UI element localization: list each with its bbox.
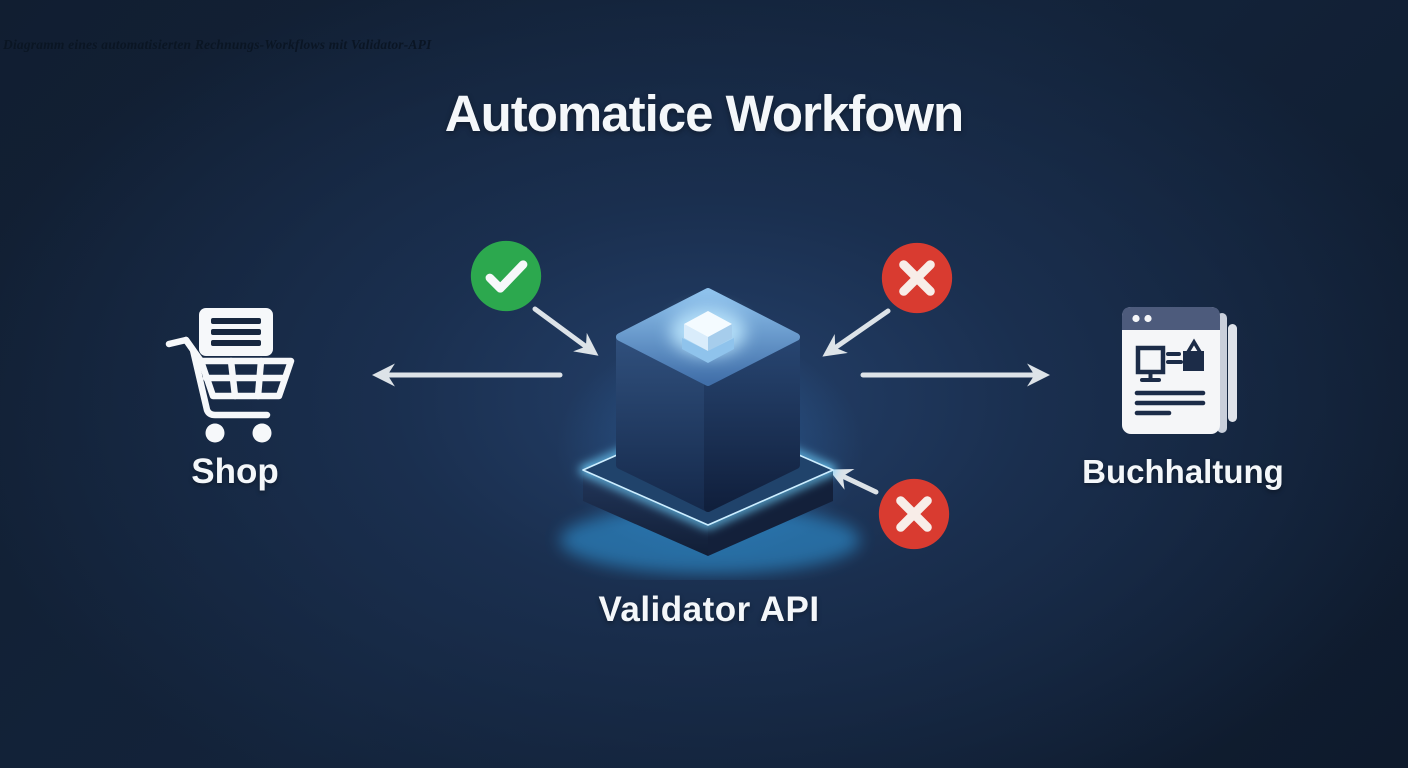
validator-node-label: Validator API (598, 590, 820, 629)
x-glyph (896, 496, 932, 532)
cart-basket-grid (202, 357, 289, 400)
success-check-badge (470, 240, 542, 312)
page-title: Automatice Workfown (444, 85, 964, 142)
check-circle (470, 240, 542, 312)
cart-wheel-right (252, 423, 272, 443)
arrow-check-to-validator (532, 306, 599, 356)
error-x-badge-bottom (878, 478, 950, 550)
invoice-document-stack-icon (1122, 307, 1237, 434)
arrow-xbottom-to-validator (828, 469, 879, 495)
invoice-card (1122, 307, 1220, 434)
header-dot-2 (1144, 314, 1152, 323)
x-glyph (899, 260, 935, 296)
cart-wheel-left (205, 423, 225, 443)
accounting-node-label: Buchhaltung (1082, 453, 1284, 490)
page-edge-back (1228, 324, 1237, 422)
header-dot-1 (1132, 314, 1140, 323)
bag-handle-glyph (1186, 338, 1202, 354)
arrow-xtop-to-validator (822, 308, 891, 357)
monitor-stand (1140, 370, 1161, 382)
cart-frame (182, 336, 271, 419)
card-header-bar (1122, 307, 1220, 330)
shopping-cart-icon (165, 308, 295, 443)
bag-glyph (1183, 351, 1204, 371)
check-glyph (485, 260, 528, 293)
glowing-cube-platform-icon (560, 288, 860, 574)
error-x-badge-top (881, 242, 953, 314)
mini-box (682, 311, 734, 363)
base-side-left (583, 471, 708, 556)
receipt-in-cart (199, 308, 273, 356)
diagram-caption: Diagramm eines automatisierten Rechnungs… (3, 37, 432, 52)
base-side-right (708, 471, 833, 556)
shop-node-label: Shop (191, 452, 279, 491)
